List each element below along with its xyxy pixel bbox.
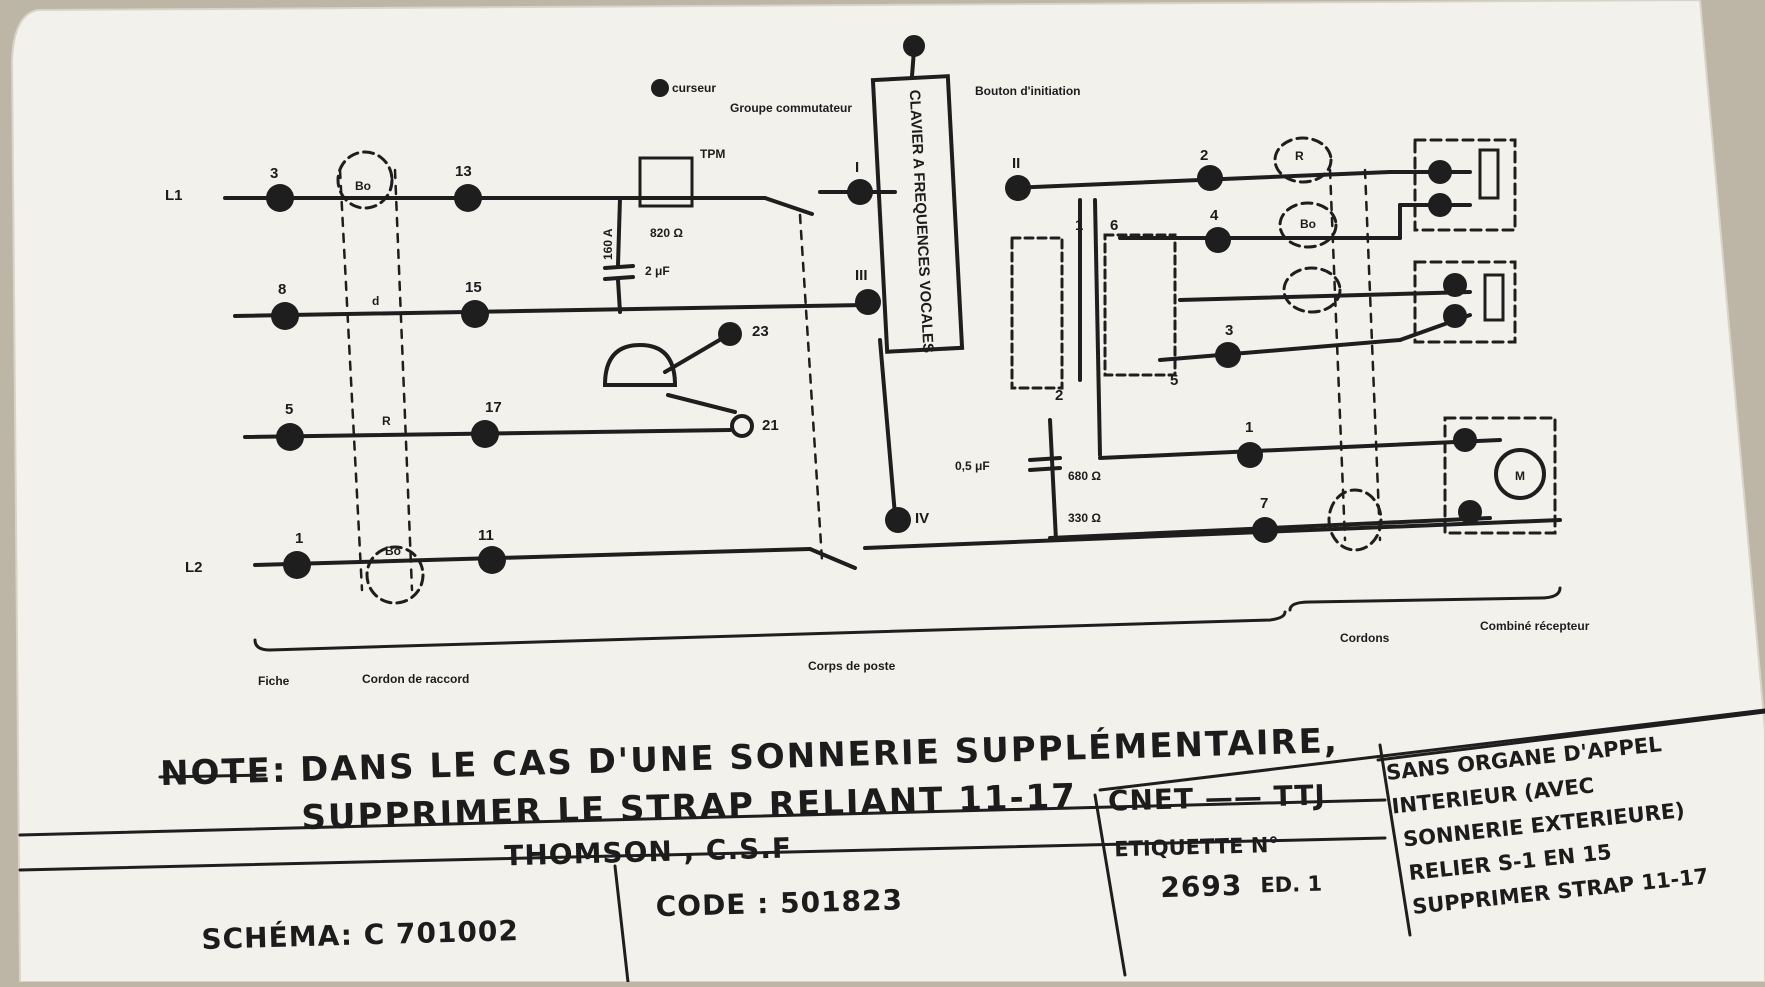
tpm-label: TPM xyxy=(700,147,725,161)
r330-label: 330 Ω xyxy=(1068,511,1101,525)
code-label: CODE : 501823 xyxy=(655,883,903,923)
transformer-6: 6 xyxy=(1110,217,1118,234)
r820-label: 820 Ω xyxy=(650,226,683,240)
maker-label: THOMSON , C.S.F xyxy=(504,831,793,872)
terminal-roman-4: IV xyxy=(915,510,929,527)
etiquette-number: 2693 xyxy=(1160,869,1243,904)
c2uf-label: 2 μF xyxy=(645,264,670,278)
combine-label: Combiné récepteur xyxy=(1480,619,1590,633)
r680-label: 680 Ω xyxy=(1068,469,1101,483)
r-label: R xyxy=(382,414,391,428)
etiquette-label: ETIQUETTE N° xyxy=(1114,833,1279,862)
bo-label-bottom: Bo xyxy=(385,544,401,558)
terminals-group xyxy=(266,79,1482,579)
terminal-8: 8 xyxy=(278,281,286,298)
edition-label: ED. 1 xyxy=(1260,872,1322,898)
clavier-block xyxy=(870,74,965,354)
transformer-1: 1 xyxy=(1075,217,1083,234)
terminal-roman-1: I xyxy=(855,159,859,176)
fiche-label: Fiche xyxy=(258,674,290,688)
line-2-wire xyxy=(233,303,867,318)
note-prefix: NOTE: xyxy=(160,751,288,795)
terminal-5: 5 xyxy=(285,401,293,418)
bell-symbol xyxy=(602,342,678,387)
title-block-top-line xyxy=(18,798,1387,837)
cordons-label: Cordons xyxy=(1340,631,1390,645)
terminal-right-4: 4 xyxy=(1210,207,1219,224)
c160-label: 160 A xyxy=(601,228,615,260)
d-label: d xyxy=(372,294,379,308)
terminal-3a: 3 xyxy=(270,165,278,182)
transformer-5: 5 xyxy=(1170,372,1178,389)
terminal-15: 15 xyxy=(465,279,482,296)
terminal-21: 21 xyxy=(762,417,779,434)
bo-label-top: Bo xyxy=(355,179,371,193)
paper-sheet xyxy=(10,0,1765,983)
groupe-label: Groupe commutateur xyxy=(730,101,852,115)
terminal-roman-3: III xyxy=(855,267,868,284)
terminal-right-7: 7 xyxy=(1260,495,1268,512)
terminal-13: 13 xyxy=(455,163,472,180)
corps-label: Corps de poste xyxy=(808,659,896,673)
r-label-right: R xyxy=(1295,149,1304,163)
curseur-label: curseur xyxy=(672,81,716,95)
line-l2-wire xyxy=(253,547,812,567)
cordon-label: Cordon de raccord xyxy=(362,672,469,686)
transformer-2: 2 xyxy=(1055,387,1063,404)
bouton-label: Bouton d'initiation xyxy=(975,84,1081,98)
terminal-roman-2: II xyxy=(1012,155,1020,172)
label-l2: L2 xyxy=(185,559,203,576)
mic-label: M xyxy=(1515,469,1525,483)
bo-label-right: Bo xyxy=(1300,217,1316,231)
terminal-1: 1 xyxy=(295,530,303,547)
terminal-11: 11 xyxy=(478,527,494,544)
microphone-symbol xyxy=(1494,448,1546,500)
cnet-label: CNET —— TTJ xyxy=(1107,778,1326,817)
terminal-right-3: 3 xyxy=(1225,322,1233,339)
label-l1: L1 xyxy=(165,187,183,204)
terminal-right-1: 1 xyxy=(1245,419,1253,436)
terminal-17: 17 xyxy=(485,399,502,416)
terminal-23: 23 xyxy=(752,323,769,340)
c05-label: 0,5 μF xyxy=(955,459,990,473)
terminal-right-2: 2 xyxy=(1200,147,1208,164)
